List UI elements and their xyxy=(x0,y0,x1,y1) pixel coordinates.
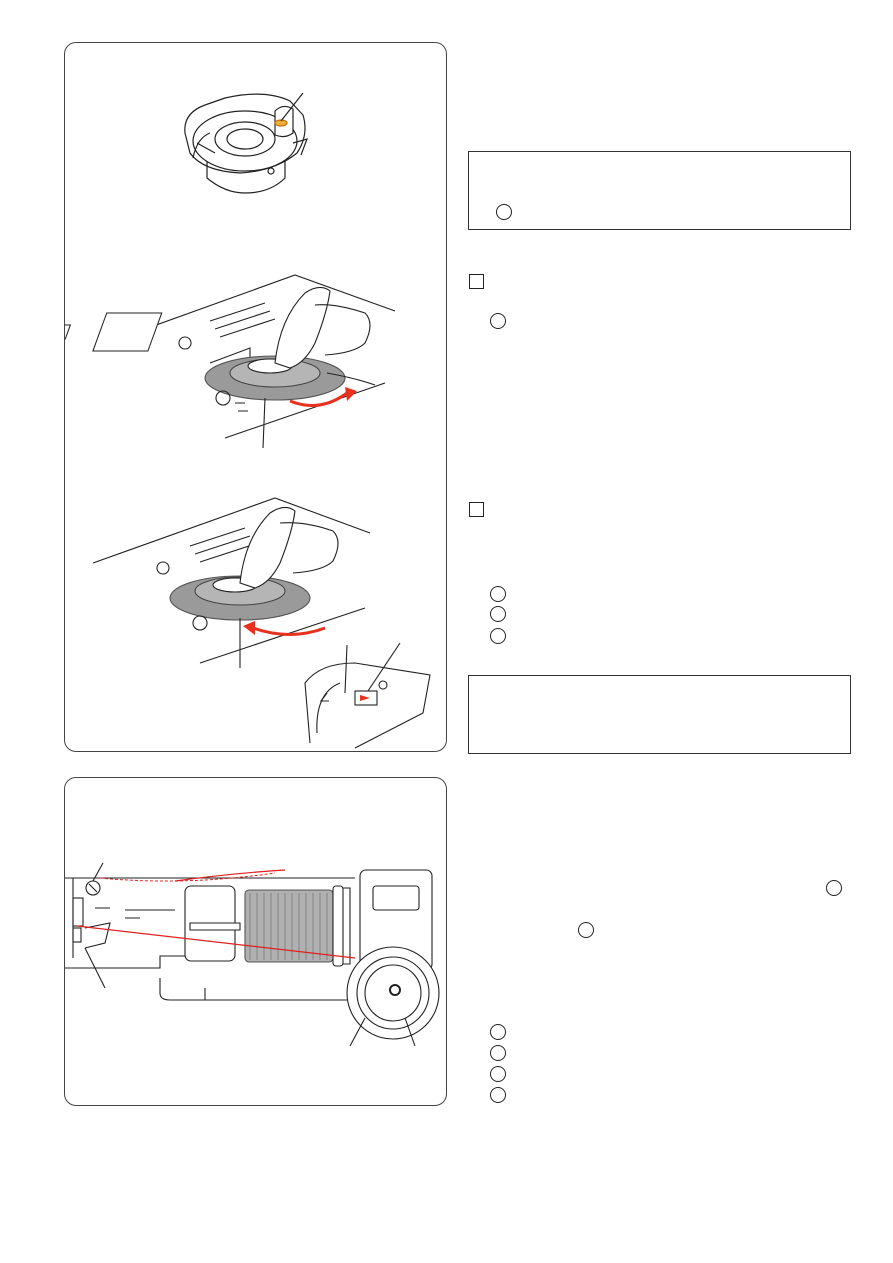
circle-marker-icon xyxy=(490,313,506,329)
bobbin-holder-icon xyxy=(184,92,308,194)
circle-marker-icon xyxy=(578,922,594,938)
holder-detail-icon xyxy=(304,642,431,749)
square-step-marker-icon xyxy=(469,502,484,517)
thread-path-dashed xyxy=(99,872,276,882)
circle-marker-icon xyxy=(490,586,506,602)
remove-arrow-icon xyxy=(289,391,348,407)
square-step-marker-icon xyxy=(469,274,484,289)
bobbin-winding-figure xyxy=(65,862,440,1047)
circle-marker-icon xyxy=(490,1024,506,1040)
circle-marker-icon xyxy=(496,204,512,220)
remove-arrowhead-icon xyxy=(345,387,357,401)
circle-marker-icon xyxy=(490,1066,506,1082)
note-box-bottom xyxy=(468,675,851,754)
thread-path-main xyxy=(76,925,356,959)
note-box-top xyxy=(468,151,851,230)
bobbin-holder-figures xyxy=(65,92,431,749)
bobbin-winding-icon xyxy=(65,862,440,1047)
circle-marker-icon xyxy=(490,628,506,644)
circle-marker-icon xyxy=(490,1087,506,1103)
circle-marker-icon xyxy=(826,880,842,896)
insert-arrowhead-icon xyxy=(243,621,255,635)
figure-panel-bobbin-winding xyxy=(64,777,447,1106)
figure-panel-bobbin-holder xyxy=(64,42,447,752)
circle-marker-icon xyxy=(490,606,506,622)
insert-holder-icon xyxy=(92,497,371,668)
insert-arrow-icon xyxy=(252,626,326,636)
thread-path-top xyxy=(174,869,286,882)
circle-marker-icon xyxy=(490,1045,506,1061)
remove-holder-icon xyxy=(65,274,396,449)
